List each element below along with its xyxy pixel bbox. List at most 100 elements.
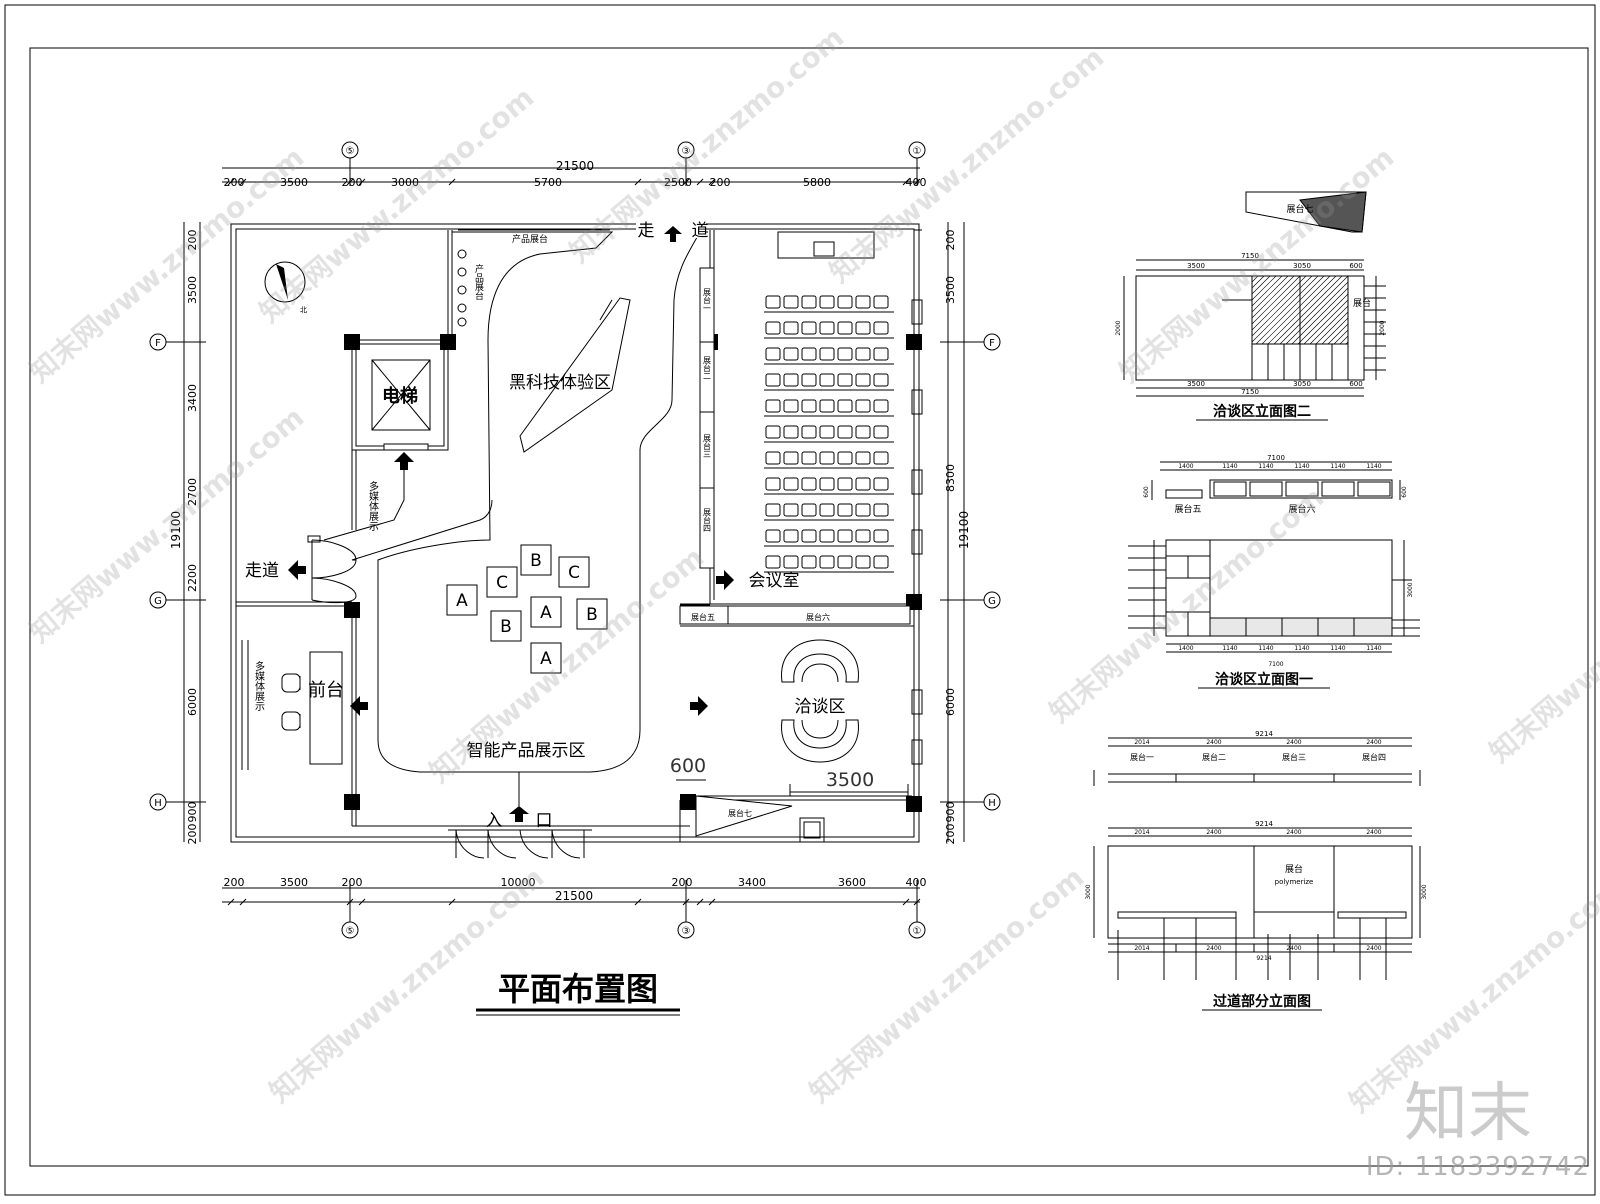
booth: A xyxy=(530,642,562,674)
seat xyxy=(783,347,799,361)
dim-top: 200 xyxy=(224,176,245,189)
corridor-elev-seg: 2400 xyxy=(1206,945,1221,952)
label-meeting: 会议室 xyxy=(749,571,800,591)
seat xyxy=(873,529,889,543)
outer-border xyxy=(4,4,1596,1196)
seat xyxy=(765,295,781,309)
seat xyxy=(783,529,799,543)
corridor-elev-seg: 2014 xyxy=(1134,829,1149,836)
dim-bottom: 3500 xyxy=(280,876,308,889)
dim-right: 200 xyxy=(944,230,957,251)
dim-left: 2200 xyxy=(186,564,199,592)
elevation-two-dims xyxy=(1136,259,1364,397)
plan-title: 平面布置图 xyxy=(498,970,658,1008)
seat xyxy=(855,295,871,309)
seat-row xyxy=(764,529,894,547)
booth-label: B xyxy=(500,617,512,637)
corridor-elev-total: 9214 xyxy=(1256,955,1271,962)
seat xyxy=(765,425,781,439)
label-entrance-a: 入 xyxy=(486,811,503,831)
elev2-seg: 3500 xyxy=(1187,380,1205,388)
axis-label: ⑤ xyxy=(346,146,355,157)
corridor-elev-height: 3000 xyxy=(1421,884,1428,899)
elev1-total: 7100 xyxy=(1268,661,1283,668)
label-corridor-top-a: 走 xyxy=(638,221,655,241)
seat xyxy=(837,347,853,361)
label-smart-products: 智能产品展示区 xyxy=(467,741,586,761)
axis-F-right xyxy=(983,333,1001,351)
dim-right: 3500 xyxy=(944,276,957,304)
corridor-elev-seg: 2400 xyxy=(1366,829,1381,836)
corridor-stage: 展台二 xyxy=(1202,752,1226,762)
seat xyxy=(819,347,835,361)
label-entrance-b: 口 xyxy=(536,811,553,831)
seat xyxy=(801,347,817,361)
strip-right-label: 展台六 xyxy=(1288,503,1315,515)
dim-right: 900 xyxy=(944,802,957,823)
axis-label: H xyxy=(154,798,162,809)
booth: B xyxy=(576,598,608,630)
stage6-box xyxy=(727,605,911,625)
elev1-seg: 1140 xyxy=(1258,645,1273,652)
dim-top: 5700 xyxy=(534,176,562,189)
corridor-seg: 2014 xyxy=(1134,739,1149,746)
elevator-door xyxy=(383,443,429,451)
dim-left: 3400 xyxy=(186,384,199,412)
seat-row xyxy=(764,425,894,443)
negotiation-sofas xyxy=(781,639,859,763)
seat xyxy=(855,373,871,387)
booth: C xyxy=(486,566,518,598)
dim-bottom: 3400 xyxy=(738,876,766,889)
reception-chairs xyxy=(281,673,301,731)
seat xyxy=(873,321,889,335)
left-dimension-chain xyxy=(166,222,206,842)
elev1-seg: 1140 xyxy=(1294,645,1309,652)
corridor-elevation-body xyxy=(1093,827,1421,953)
seat xyxy=(855,347,871,361)
elev1-seg: 1140 xyxy=(1222,645,1237,652)
dim-bottom: 200 xyxy=(224,876,245,889)
seat xyxy=(855,399,871,413)
seat xyxy=(783,399,799,413)
seat xyxy=(783,555,799,569)
seat xyxy=(837,503,853,517)
label-stage3: 展台三 xyxy=(703,434,712,458)
seat xyxy=(783,451,799,465)
right-dimension-chain xyxy=(940,222,984,842)
arrow-left-icon xyxy=(350,696,368,716)
corridor-elev-seg: 2400 xyxy=(1286,945,1301,952)
dim-top: 3000 xyxy=(391,176,419,189)
axis-3-top xyxy=(677,141,695,159)
axis-5-bottom xyxy=(341,921,359,939)
stage7-detail xyxy=(1245,191,1367,233)
axis-label: ① xyxy=(913,926,922,937)
seat xyxy=(765,347,781,361)
dim-right: 6000 xyxy=(944,688,957,716)
seat xyxy=(855,529,871,543)
strip-seg: 1140 xyxy=(1366,463,1381,470)
seat xyxy=(765,555,781,569)
corridor-elev-height: 3000 xyxy=(1085,884,1092,899)
seat xyxy=(873,347,889,361)
label-negotiation: 洽谈区 xyxy=(795,697,846,717)
seat-row xyxy=(764,555,894,573)
seat xyxy=(855,451,871,465)
seat xyxy=(873,295,889,309)
seat xyxy=(801,295,817,309)
axis-G-left xyxy=(149,591,167,609)
axis-G-right xyxy=(983,591,1001,609)
elev2-seg: 3500 xyxy=(1187,262,1205,270)
seat-row xyxy=(764,295,894,313)
corridor-left-door xyxy=(307,535,357,604)
corridor-elev-title: 过道部分立面图 xyxy=(1213,993,1311,1010)
corridor-elev-center-sub: polymerize xyxy=(1275,878,1314,886)
seat xyxy=(819,295,835,309)
strip-left-label: 展台五 xyxy=(1174,503,1201,515)
label-product-stage-top: 产品展台 xyxy=(512,233,548,245)
corridor-elev-seg: 2400 xyxy=(1206,829,1221,836)
corridor-plan-strip xyxy=(1093,737,1421,786)
label-multimedia-2: 多媒体展示 xyxy=(253,660,265,711)
dim-total-bottom: 21500 xyxy=(555,889,593,903)
